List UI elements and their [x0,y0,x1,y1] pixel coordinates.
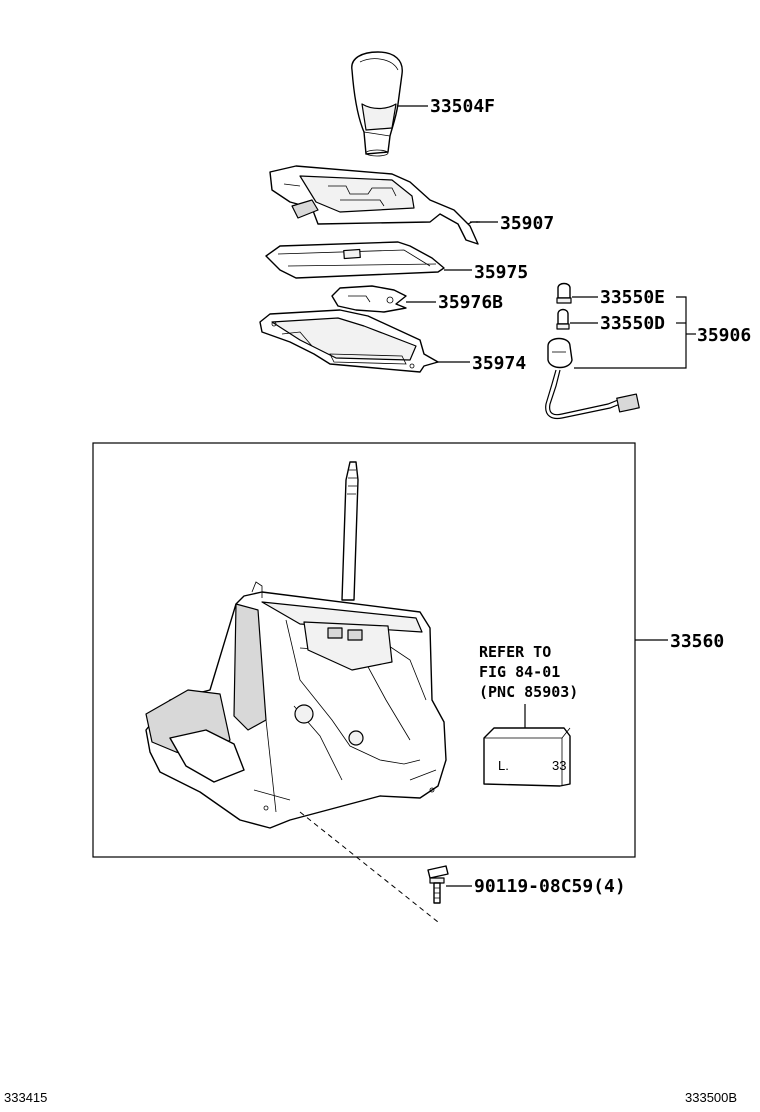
svg-text:L.: L. [498,758,509,773]
slide-plate[interactable] [331,285,407,313]
bulb-e[interactable] [556,282,572,304]
bulb-d[interactable] [556,308,570,330]
part-number-housing-cover[interactable]: 35974 [472,353,526,374]
shift-bezel[interactable] [269,165,479,245]
svg-text:33: 33 [552,758,566,773]
part-number-indicator-plate[interactable]: 35975 [474,262,528,283]
bolt[interactable] [427,865,449,904]
part-number-wire-socket[interactable]: 35906 [697,325,751,346]
part-number-slide-plate[interactable]: 35976B [438,292,503,313]
indicator-plate[interactable] [265,241,445,279]
part-number-bulb-e[interactable]: 33550E [600,287,665,308]
reference-line-2: FIG 84-01 [479,663,560,681]
footer-left-code: 333415 [4,1090,47,1105]
reference-line-3: (PNC 85903) [479,683,578,701]
reference-note: REFER TO FIG 84-01 (PNC 85903) [479,643,578,701]
assembly-frame [92,442,636,858]
reference-line-1: REFER TO [479,643,551,661]
referenced-module[interactable]: L. 33 [483,727,571,787]
housing-cover[interactable] [259,309,439,373]
shift-knob[interactable] [351,51,403,157]
part-number-bolt[interactable]: 90119-08C59(4) [474,876,626,897]
wire-socket[interactable] [545,337,640,420]
shift-lever-assembly[interactable] [145,461,447,829]
part-number-bulb-d[interactable]: 33550D [600,313,665,334]
part-number-bezel[interactable]: 35907 [500,213,554,234]
footer-right-code: 333500B [685,1090,737,1105]
part-number-knob[interactable]: 33504F [430,96,495,117]
part-number-shift-lever-assy[interactable]: 33560 [670,631,724,652]
